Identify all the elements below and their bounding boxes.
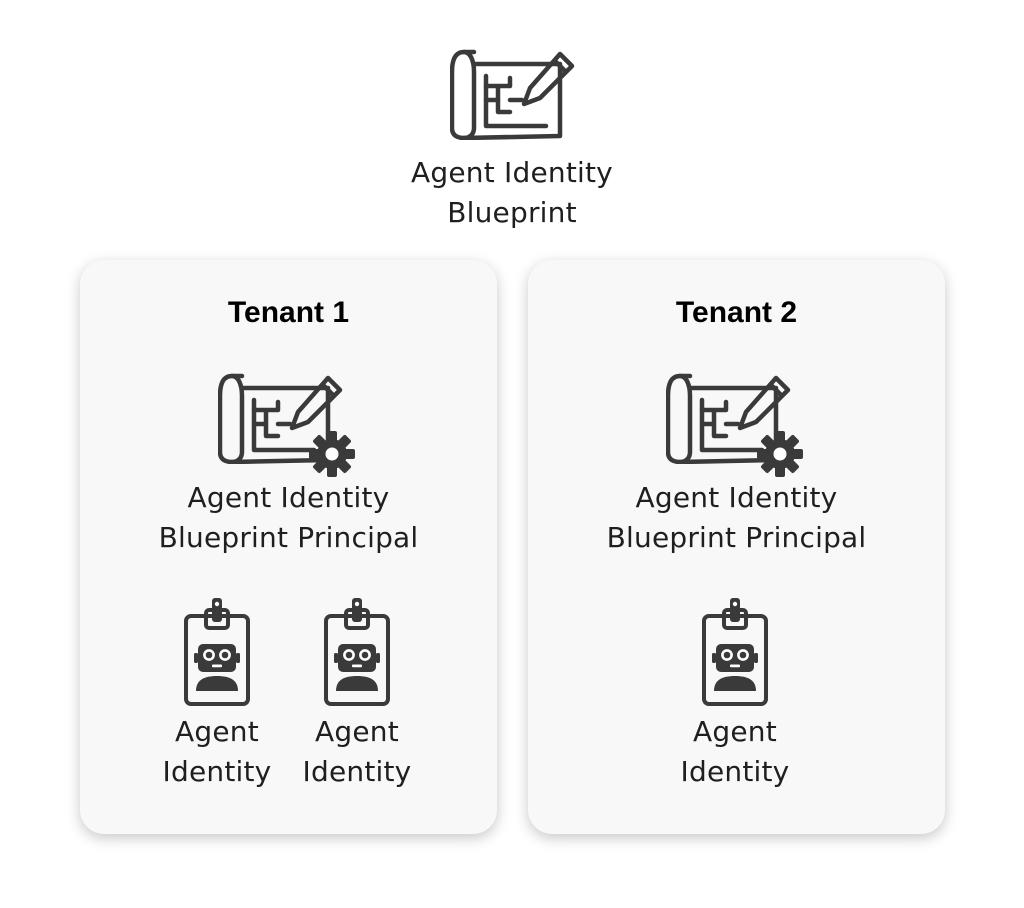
tenant-2-card: Tenant 2 Agent Identity Blueprint Princi…	[528, 260, 945, 834]
tenant-1-card: Tenant 1 Agent Identity Blueprint Princi…	[80, 260, 497, 834]
agent-label-line2: Identity	[302, 755, 412, 788]
agent-label-line1: Agent	[693, 715, 777, 748]
agent-label-line2: Identity	[162, 755, 272, 788]
principal-label-line2: Blueprint Principal	[606, 521, 867, 554]
agent-label-line2: Identity	[680, 755, 790, 788]
root-label-line1: Agent Identity	[411, 156, 613, 189]
tenant-1-agent-2-label: Agent Identity	[282, 712, 432, 792]
principal-label-line1: Agent Identity	[187, 481, 390, 514]
blueprint-icon	[450, 48, 580, 140]
gear-icon	[308, 430, 356, 478]
tenant-2-principal-label: Agent Identity Blueprint Principal	[528, 478, 945, 558]
tenant-2-title: Tenant 2	[675, 296, 798, 329]
agent-label-line1: Agent	[175, 715, 259, 748]
agent-label-line1: Agent	[315, 715, 399, 748]
robot-badge-icon	[184, 598, 250, 706]
root-label: Agent Identity Blueprint	[362, 153, 662, 233]
principal-label-line1: Agent Identity	[635, 481, 838, 514]
tenant-1-agent-1-label: Agent Identity	[142, 712, 292, 792]
robot-badge-icon	[324, 598, 390, 706]
tenant-2-agent-1-label: Agent Identity	[660, 712, 810, 792]
tenant-1-title: Tenant 1	[227, 296, 350, 329]
tenant-1-principal-label: Agent Identity Blueprint Principal	[80, 478, 497, 558]
gear-icon	[756, 430, 804, 478]
robot-badge-icon	[702, 598, 768, 706]
root-label-line2: Blueprint	[447, 196, 577, 229]
principal-label-line2: Blueprint Principal	[158, 521, 419, 554]
